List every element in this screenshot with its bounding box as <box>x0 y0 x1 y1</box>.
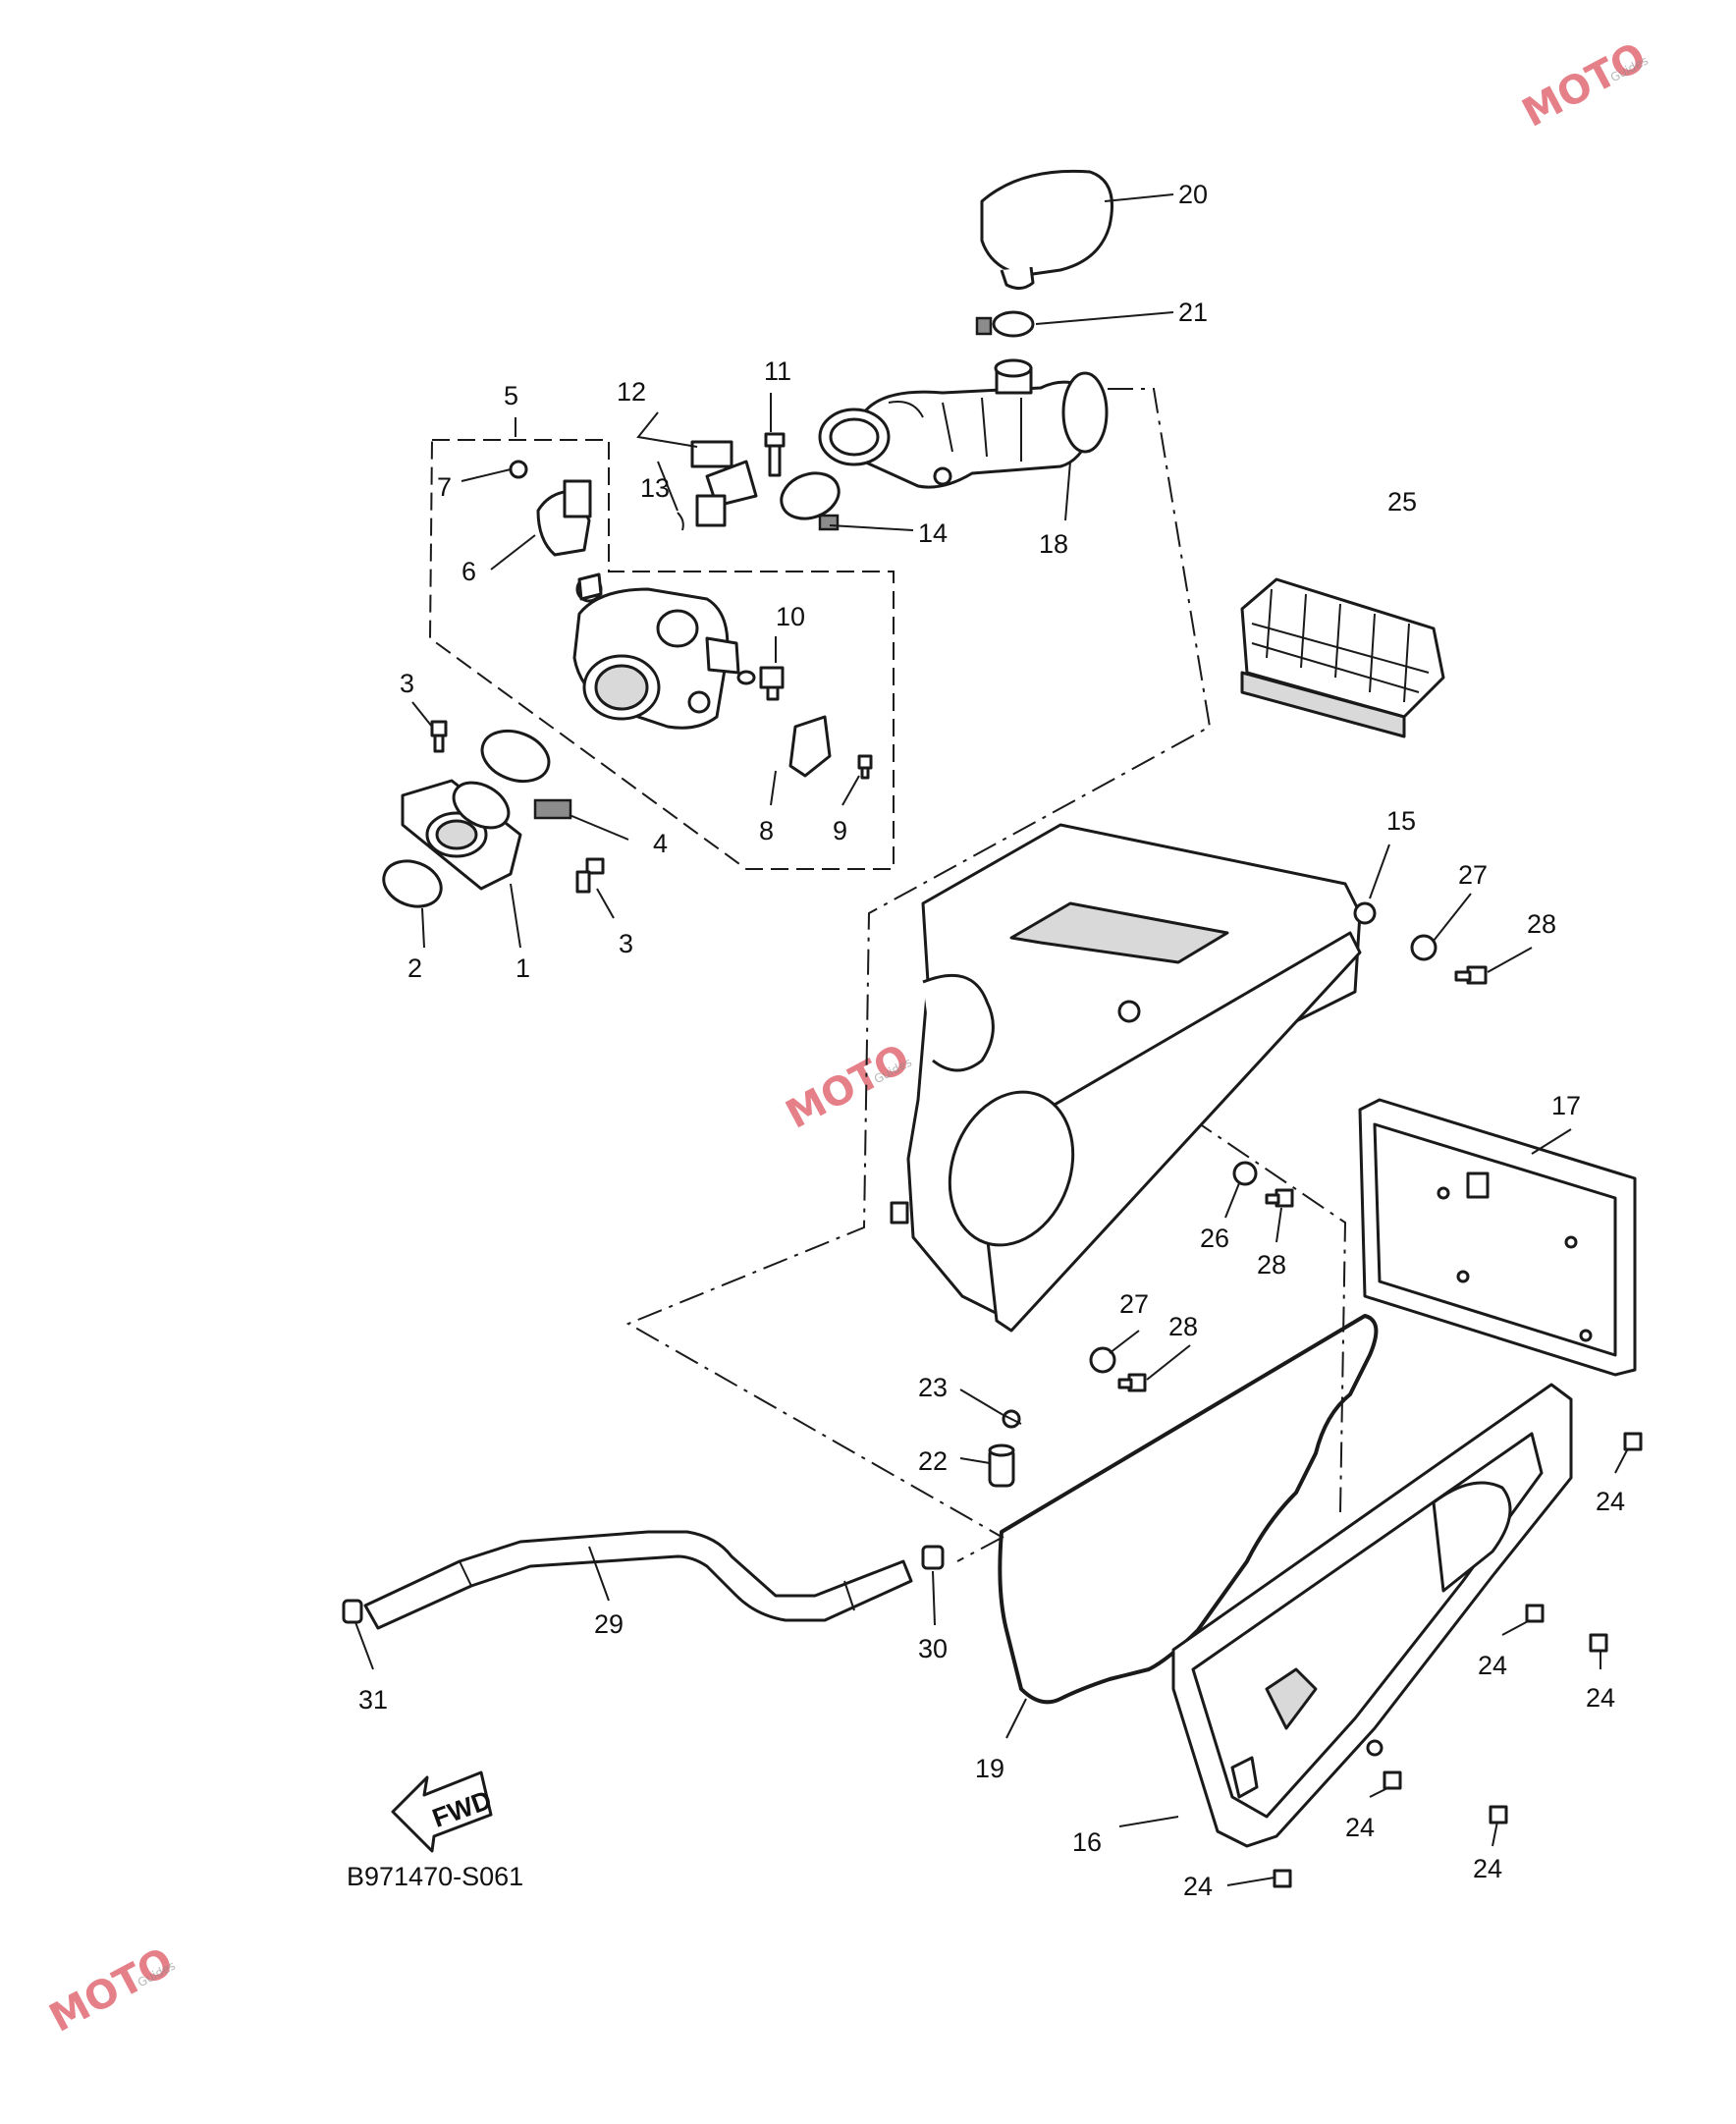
part-21-hose-clamp <box>975 310 1035 338</box>
callout-6: 6 <box>461 557 476 586</box>
watermark-logo-bottom-left: MOTO Guides <box>42 1939 181 2042</box>
part-22-drain-plug <box>988 1443 1015 1488</box>
callout-4: 4 <box>653 829 668 858</box>
part-2-o-ring <box>382 859 443 908</box>
part-14-hose-clamp <box>780 471 841 531</box>
callout-29: 29 <box>594 1609 624 1639</box>
callout-28-upper: 28 <box>1527 909 1556 939</box>
fwd-arrow-icon: FWD <box>391 1770 495 1853</box>
callout-22: 22 <box>918 1446 948 1476</box>
callout-24-d: 24 <box>1345 1813 1375 1842</box>
part-23-clip <box>1001 1409 1022 1429</box>
part-3-bolt-lower <box>575 857 605 894</box>
part-25-air-filter-element <box>1240 577 1445 738</box>
callout-14: 14 <box>918 518 948 548</box>
callout-13: 13 <box>640 473 670 503</box>
svg-text:MOTO: MOTO <box>42 1939 181 2042</box>
callout-27-upper: 27 <box>1458 860 1488 890</box>
part-12-13-sensor <box>677 440 758 531</box>
callout-labels: 20 21 18 14 11 12 13 5 7 6 10 8 9 3 4 3 … <box>358 180 1625 1901</box>
callout-26: 26 <box>1200 1224 1229 1253</box>
callout-24-f: 24 <box>1183 1872 1213 1901</box>
svg-text:MOTO: MOTO <box>1515 34 1654 136</box>
airbox-drain-guide-line <box>956 1536 1004 1562</box>
throttle-body <box>572 572 740 730</box>
part-31-hose-clip <box>342 1599 363 1624</box>
callout-11: 11 <box>764 356 791 386</box>
callout-30: 30 <box>918 1634 948 1663</box>
air-duct-guide-line <box>625 388 1212 1538</box>
hardware-fasteners <box>1089 934 1643 1888</box>
watermark-logo-top-right: MOTO Guides <box>1515 34 1654 136</box>
callout-24-a: 24 <box>1596 1487 1625 1516</box>
part-18-intake-duct <box>818 358 1109 489</box>
part-17-filter-panel <box>1358 1098 1637 1377</box>
part-30-hose-clip <box>921 1545 945 1570</box>
callout-leader-lines <box>354 193 1629 1886</box>
watermark-logo-center: MOTO Guides <box>779 1036 917 1138</box>
part-10-fitting <box>736 666 785 701</box>
callout-31: 31 <box>358 1685 388 1715</box>
callout-7: 7 <box>437 472 452 502</box>
callout-5: 5 <box>504 381 518 410</box>
callout-3-lower: 3 <box>619 929 633 958</box>
svg-text:MOTO: MOTO <box>779 1036 917 1138</box>
callout-3-upper: 3 <box>400 669 414 698</box>
callout-24-b: 24 <box>1478 1651 1507 1680</box>
cover-guide-line <box>1040 1015 1347 1513</box>
callout-17: 17 <box>1551 1091 1581 1120</box>
callout-12: 12 <box>617 377 646 407</box>
part-7-screw <box>509 460 528 479</box>
part-1-throttle-joint <box>401 779 522 891</box>
throttle-body-assembly-outline <box>428 439 895 870</box>
callout-24-e: 24 <box>1473 1854 1502 1883</box>
callout-24-c: 24 <box>1586 1683 1615 1713</box>
part-4-hose-clamp <box>480 729 572 820</box>
callout-25: 25 <box>1387 487 1417 517</box>
part-8-bracket <box>788 715 832 778</box>
callout-21: 21 <box>1178 298 1208 327</box>
callout-2: 2 <box>407 953 422 983</box>
callout-8: 8 <box>759 816 774 845</box>
diagram-part-code: B971470-S061 <box>347 1862 523 1891</box>
callout-23: 23 <box>918 1373 948 1402</box>
part-9-screw <box>857 754 873 780</box>
callout-16: 16 <box>1072 1827 1102 1857</box>
part-15-air-filter-case <box>890 823 1377 1333</box>
part-16-air-filter-cover <box>1171 1383 1573 1848</box>
callout-1: 1 <box>515 953 530 983</box>
callout-19: 19 <box>975 1754 1004 1783</box>
callout-10: 10 <box>776 602 805 631</box>
callout-27-lower: 27 <box>1119 1289 1149 1319</box>
part-20-intake-cap <box>980 169 1113 290</box>
part-3-bolt-upper <box>430 720 448 753</box>
part-6-throttle-position-sensor <box>536 479 592 557</box>
callout-28-middle: 28 <box>1257 1250 1286 1280</box>
callout-20: 20 <box>1178 180 1208 209</box>
callout-15: 15 <box>1386 806 1416 836</box>
callout-9: 9 <box>833 816 847 845</box>
callout-28-lower: 28 <box>1168 1312 1198 1341</box>
callout-18: 18 <box>1039 529 1068 559</box>
part-29-breather-hose <box>363 1530 913 1630</box>
part-11-bolt <box>764 432 786 477</box>
